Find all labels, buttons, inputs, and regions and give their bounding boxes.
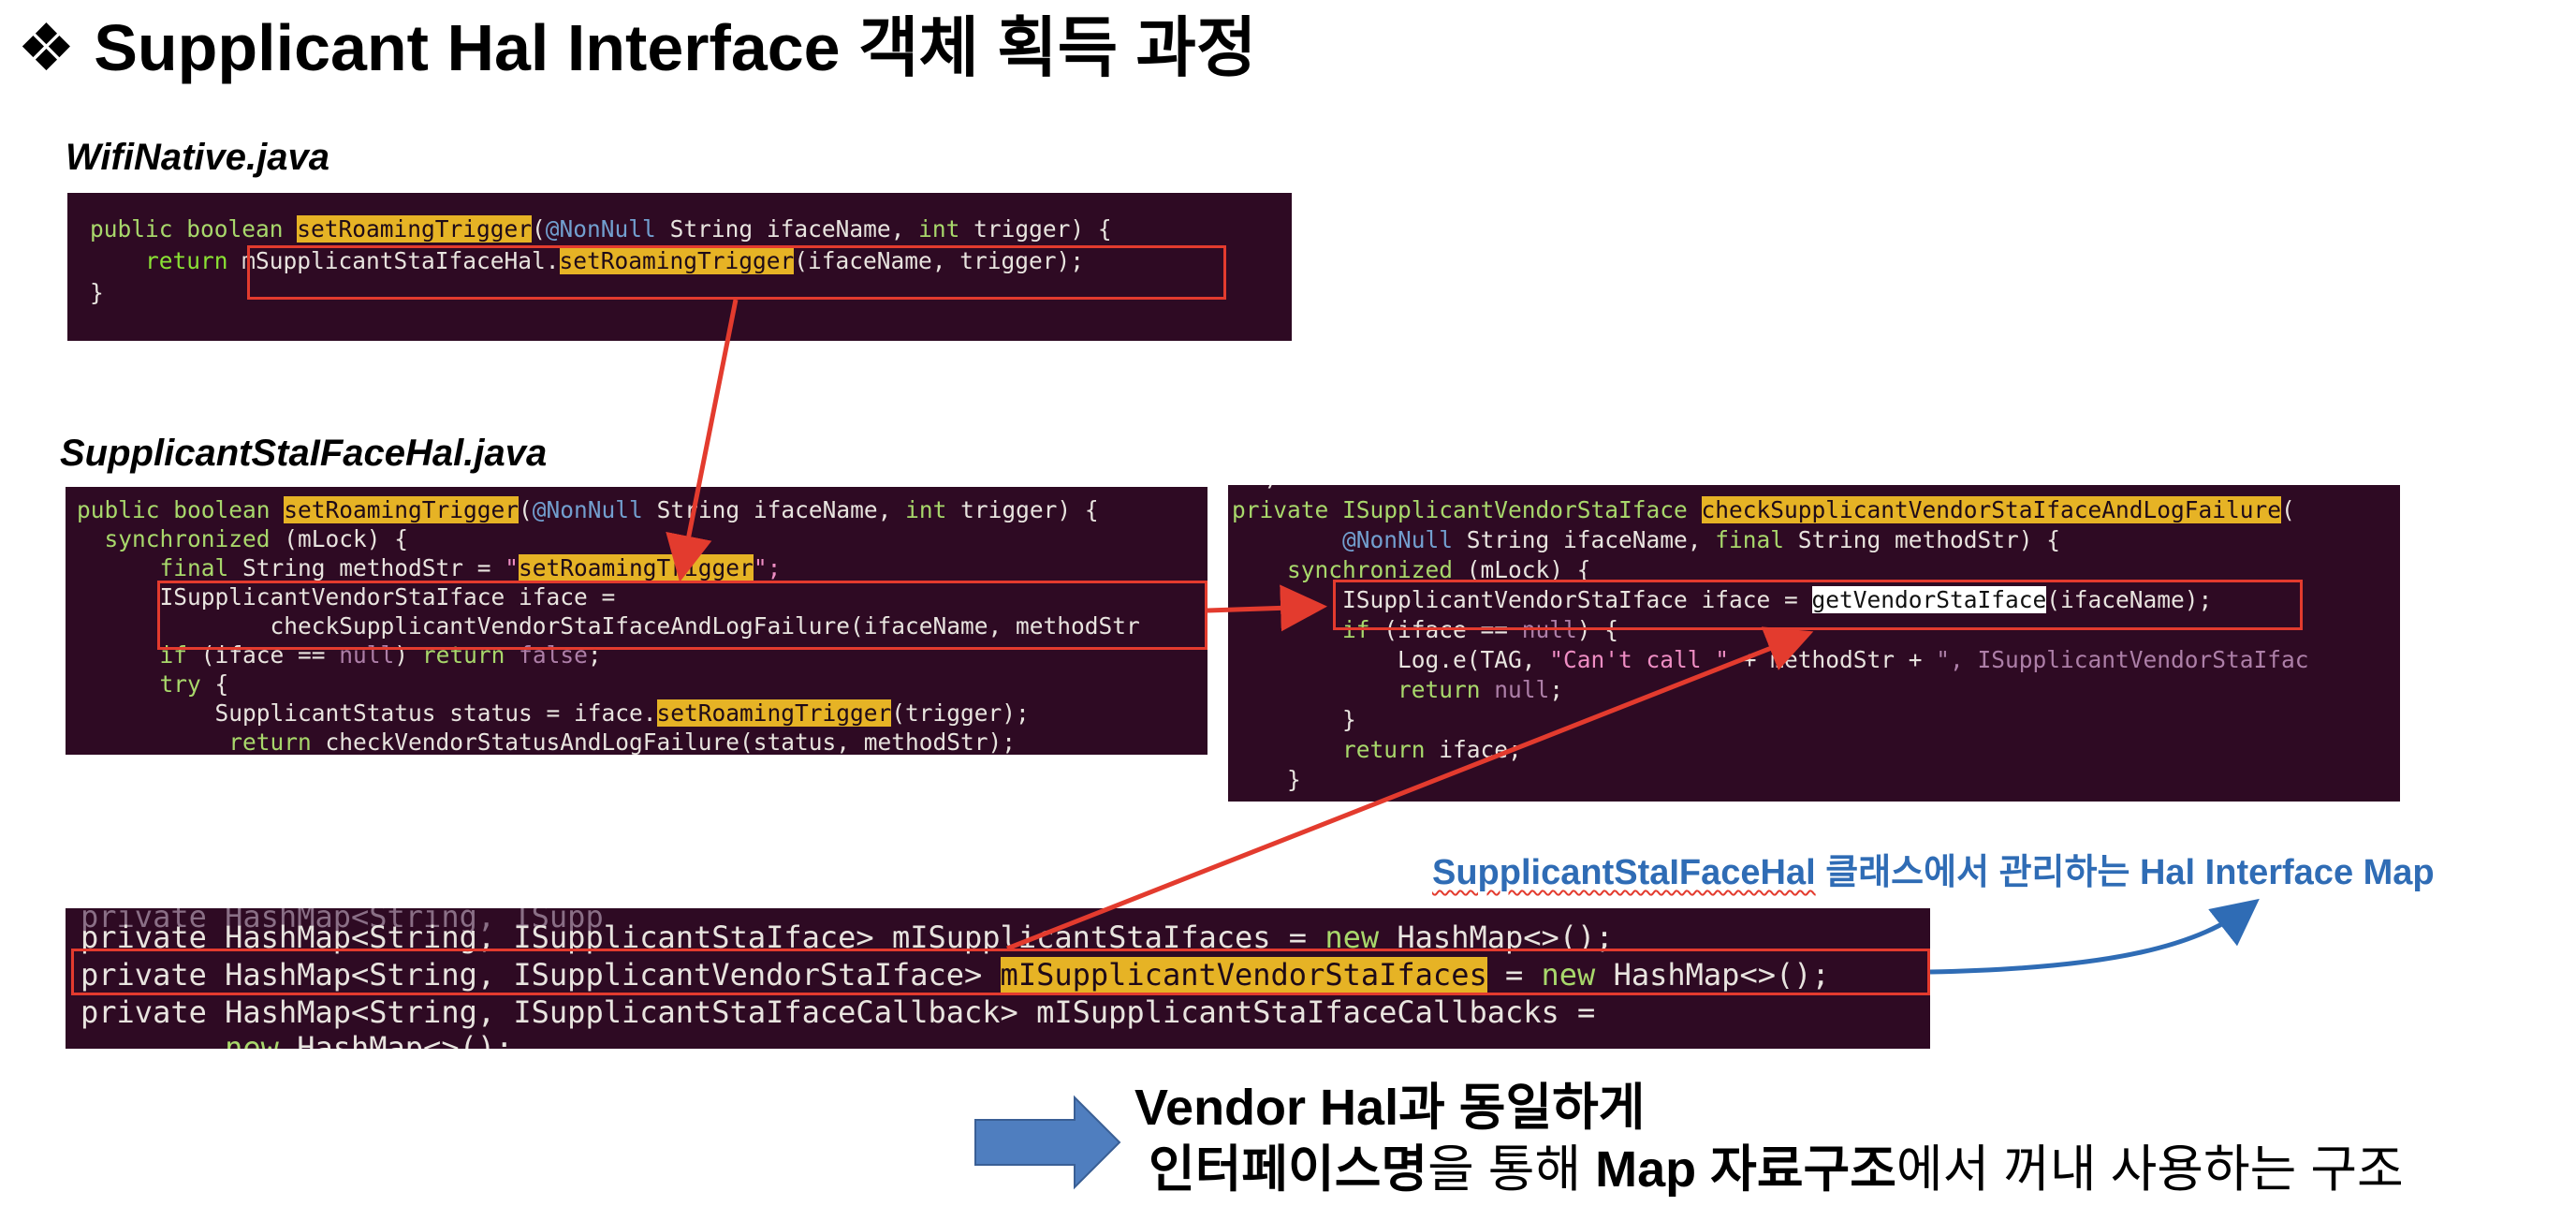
code-line: SupplicantStatus status = iface.setRoami… bbox=[77, 699, 1030, 727]
code-line: private HashMap<String, ISupplicantVendo… bbox=[80, 957, 1830, 993]
code-line: Log.e(TAG, "Can't call " + methodStr + "… bbox=[1232, 646, 2309, 673]
stahal-code-block: public boolean setRoamingTrigger(@NonNul… bbox=[66, 487, 1208, 755]
code-line: synchronized (mLock) { bbox=[1232, 556, 1591, 583]
check-method-code-block: / private ISupplicantVendorStaIface chec… bbox=[1228, 485, 2400, 802]
wifinative-code-block: public boolean setRoamingTrigger(@NonNul… bbox=[67, 193, 1292, 341]
arrow-call-to-check-method bbox=[1207, 584, 1327, 632]
code-line: ISupplicantVendorStaIface iface = getVen… bbox=[1232, 586, 2213, 613]
code-line: synchronized (mLock) { bbox=[77, 525, 409, 552]
code-line: return null; bbox=[1232, 676, 1564, 703]
page-title: ❖ Supplicant Hal Interface 객체 획득 과정 bbox=[17, 11, 1257, 84]
code-line: return mSupplicantStaIfaceHal.setRoaming… bbox=[90, 247, 1085, 274]
arrow-map-to-get-vendor-iface bbox=[1006, 626, 1814, 951]
code-line: } bbox=[1232, 706, 1356, 733]
code-line: public boolean setRoamingTrigger(@NonNul… bbox=[90, 215, 1112, 243]
code-line: @NonNull String ifaceName, final String … bbox=[1232, 526, 2061, 553]
code-line-clipped: private HashMap<String, ISupp bbox=[80, 908, 604, 934]
code-line: final String methodStr = "setRoamingTrig… bbox=[77, 554, 782, 581]
conclusion-text: Vendor Hal과 동일하게 인터페이스명을 통해 Map 자료구조에서 꺼… bbox=[1134, 1077, 2404, 1200]
code-line: checkSupplicantVendorStaIfaceAndLogFailu… bbox=[77, 612, 1140, 640]
conclusion-line-2: 인터페이스명을 통해 Map 자료구조에서 꺼내 사용하는 구조 bbox=[1149, 1141, 2404, 1198]
code-line: if (iface == null) return false; bbox=[77, 641, 602, 669]
stahal-file-label: SupplicantStaIFaceHal.java bbox=[60, 433, 548, 474]
code-line: new HashMap<>(); bbox=[225, 1030, 514, 1049]
conclusion-line-1: Vendor Hal과 동일하게 bbox=[1134, 1080, 1646, 1136]
code-line: return checkVendorStatusAndLogFailure(st… bbox=[77, 728, 1017, 755]
code-line: private ISupplicantVendorStaIface checkS… bbox=[1232, 496, 2295, 523]
hashmap-code-block: private HashMap<String, ISupp private Ha… bbox=[66, 908, 1930, 1049]
code-line: / bbox=[1239, 485, 1281, 492]
arrow-map-to-caption bbox=[1929, 898, 2260, 975]
wifinative-file-label: WifiNative.java bbox=[66, 137, 329, 178]
block-arrow-icon bbox=[974, 1095, 1121, 1190]
code-line: try { bbox=[77, 670, 229, 698]
code-line: } bbox=[1232, 766, 1301, 793]
map-caption: SupplicantStaIFaceHal 클래스에서 관리하는 Hal Int… bbox=[1432, 853, 2435, 892]
code-line: } bbox=[90, 279, 104, 306]
code-line: public boolean setRoamingTrigger(@NonNul… bbox=[77, 496, 1099, 523]
arrow-wifinative-to-stahal bbox=[666, 299, 739, 582]
code-line: private HashMap<String, ISupplicantStaIf… bbox=[80, 994, 1596, 1030]
code-line: ISupplicantVendorStaIface iface = bbox=[77, 583, 616, 610]
